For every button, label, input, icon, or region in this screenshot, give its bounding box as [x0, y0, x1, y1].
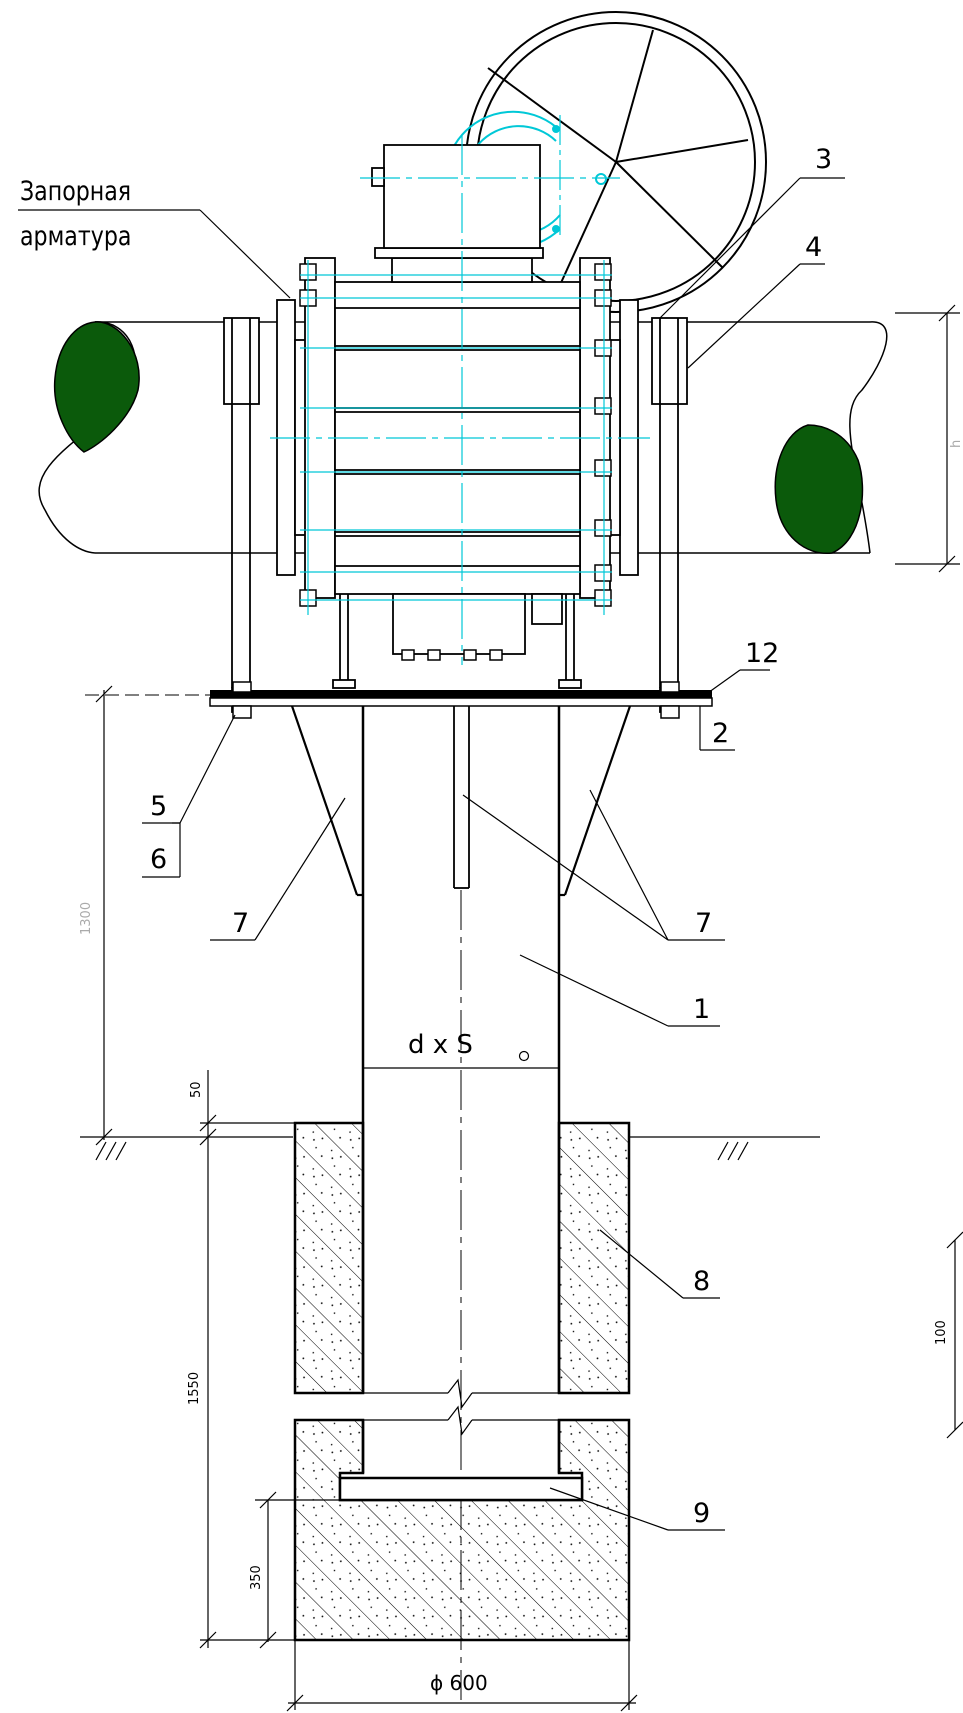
valve-label-line2: арматура	[20, 220, 131, 252]
gusset-right	[559, 705, 632, 897]
drain-hole	[518, 1050, 530, 1062]
pipe-section-left	[53, 321, 140, 453]
scale-bar-100: 100	[934, 1320, 949, 1345]
base-plate	[85, 690, 713, 707]
callout-1: 1	[693, 994, 710, 1025]
dim-1550: 1550	[187, 1372, 202, 1405]
callout-2: 2	[712, 718, 729, 749]
clamp-right	[651, 317, 688, 713]
valve-flanges	[276, 257, 639, 599]
callout-12: 12	[745, 638, 779, 669]
valve-label-line1: Запорная	[20, 175, 131, 207]
concrete-foundation	[293, 1121, 631, 1642]
dimension-lines	[95, 304, 963, 1712]
callout-7-right: 7	[695, 908, 712, 939]
callout-5: 5	[150, 791, 167, 822]
handwheel	[465, 11, 767, 313]
dim-1300: 1300	[79, 902, 94, 935]
dim-phi-600: ϕ 600	[430, 1671, 488, 1695]
ground-line	[80, 1136, 820, 1161]
dim-h: h	[949, 440, 963, 448]
dim-50: 50	[189, 1081, 204, 1098]
bolts-base	[232, 681, 680, 719]
callout-4: 4	[805, 232, 822, 263]
callout-3: 3	[815, 144, 832, 175]
leader-lines	[18, 177, 845, 1531]
gusset-left	[290, 705, 363, 897]
bottom-plate	[338, 1476, 584, 1502]
callout-9: 9	[693, 1498, 710, 1529]
pipe-section-right	[774, 424, 864, 554]
callout-7-left: 7	[232, 908, 249, 939]
centerlines	[270, 115, 650, 665]
dim-350: 350	[249, 1565, 264, 1590]
valve-legs	[332, 594, 582, 689]
callout-8: 8	[693, 1266, 710, 1297]
central-rib	[453, 706, 470, 889]
pipe-size-label: d x S	[408, 1030, 473, 1060]
clamp-left	[223, 317, 260, 713]
callout-6: 6	[150, 844, 167, 875]
